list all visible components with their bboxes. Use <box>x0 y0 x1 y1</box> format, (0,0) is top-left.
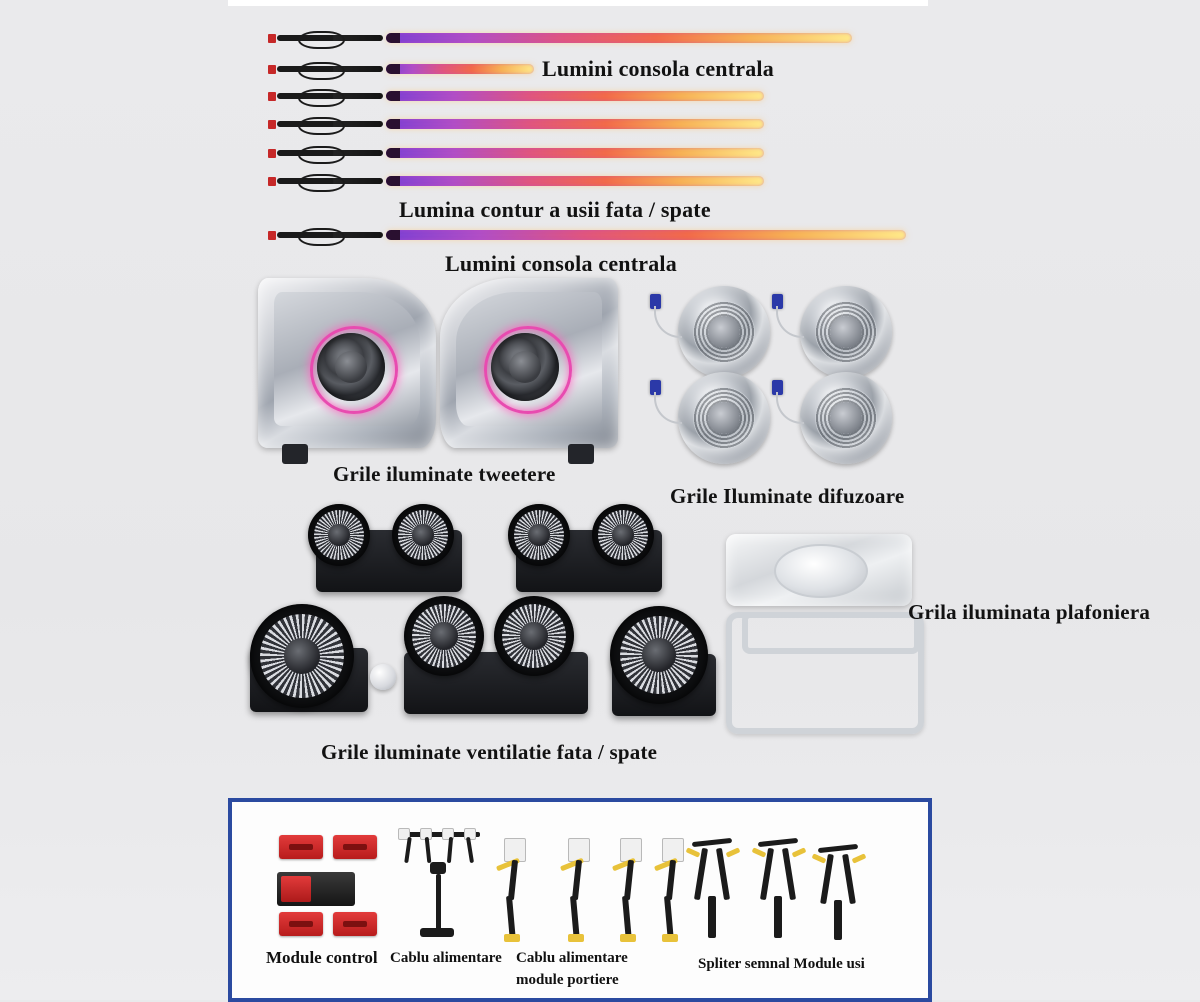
speaker-lead-wire <box>654 392 682 424</box>
label-dome-light-grille: Grila iluminata plafoniera <box>908 600 1151 624</box>
label-control-module: Module control <box>266 948 378 967</box>
speaker-lead-wire <box>776 392 804 424</box>
speaker-disc <box>800 286 892 378</box>
strip-tube <box>386 64 534 74</box>
strip-wire <box>277 146 383 164</box>
speaker-connector <box>650 294 661 309</box>
tweeter-mount-foot <box>568 444 594 464</box>
vent-grille-5 <box>250 604 354 708</box>
label-signal-splitter: Spliter semnal Module usi <box>698 956 865 972</box>
vent-grille-8 <box>610 606 708 704</box>
dome-light-frame <box>726 612 924 734</box>
strip-tube <box>386 176 764 186</box>
control-module-main <box>277 872 355 906</box>
speaker-disc <box>800 372 892 464</box>
led-strip-1 <box>268 31 852 49</box>
strip-tube <box>386 91 764 101</box>
vent-grille-3 <box>508 504 570 566</box>
strip-plug-icon <box>268 92 276 101</box>
vent-grille-2 <box>392 504 454 566</box>
led-strip-4 <box>268 117 768 135</box>
vent-grille-6 <box>404 596 484 676</box>
strip-plug-icon <box>268 34 276 43</box>
door-module-cable-1 <box>495 838 534 943</box>
tweeter-grille-left <box>258 278 436 464</box>
speaker-connector <box>772 294 783 309</box>
tweeter-grille-right <box>440 278 618 464</box>
tweeter-cone <box>491 333 559 401</box>
strip-tube <box>386 119 764 129</box>
strip-wire <box>277 31 383 49</box>
power-cable-harness <box>396 828 488 940</box>
control-module-4 <box>333 912 377 936</box>
strip-wire <box>277 62 383 80</box>
strip-plug-icon <box>268 149 276 158</box>
led-strip-7 <box>268 228 908 246</box>
door-module-cable-3 <box>611 838 650 943</box>
led-strip-6 <box>268 174 768 192</box>
tweeter-led-ring <box>484 326 572 414</box>
vent-grille-1 <box>308 504 370 566</box>
label-door-contour-light: Lumina contur a usii fata / spate <box>399 197 711 222</box>
strip-plug-icon <box>268 231 276 240</box>
strip-wire <box>277 117 383 135</box>
door-module-cable-4 <box>653 838 692 943</box>
label-center-console-lights-bottom: Lumini consola centrala <box>445 251 677 276</box>
label-door-module-cable-line1: Cablu alimentare <box>516 950 628 966</box>
tweeter-mount-foot <box>282 444 308 464</box>
label-center-console-lights-top: Lumini consola centrala <box>542 56 774 81</box>
strip-plug-icon <box>268 120 276 129</box>
signal-splitter-3 <box>811 842 867 940</box>
strip-plug-icon <box>268 65 276 74</box>
vent-grille-7 <box>494 596 574 676</box>
strip-wire <box>277 228 383 246</box>
led-strip-3 <box>268 89 768 107</box>
speaker-disc <box>678 286 770 378</box>
control-module-3 <box>279 912 323 936</box>
label-vent-grilles: Grile iluminate ventilatie fata / spate <box>321 740 658 764</box>
dome-light-oval <box>774 544 868 599</box>
label-speaker-grilles: Grile Iluminate difuzoare <box>670 484 905 508</box>
top-white-bar <box>228 0 928 6</box>
label-door-module-cable-line2: module portiere <box>516 972 619 988</box>
led-strip-2 <box>268 62 538 80</box>
speaker-grille-front-left <box>650 286 770 378</box>
door-module-cable-2 <box>559 838 598 943</box>
strip-tube <box>386 148 764 158</box>
led-strip-5 <box>268 146 768 164</box>
vent-knob <box>370 664 396 690</box>
control-module-1 <box>279 835 323 859</box>
speaker-lead-wire <box>654 306 682 338</box>
speaker-grille-rear-left <box>650 372 770 464</box>
speaker-grille-front-right <box>772 286 892 378</box>
strip-plug-icon <box>268 177 276 186</box>
label-tweeter-grilles: Grile iluminate tweetere <box>333 462 556 486</box>
strip-wire <box>277 174 383 192</box>
vent-grille-4 <box>592 504 654 566</box>
speaker-grille-rear-right <box>772 372 892 464</box>
control-module-2 <box>333 835 377 859</box>
signal-splitter-1 <box>685 836 741 938</box>
tweeter-cone <box>317 333 385 401</box>
speaker-lead-wire <box>776 306 804 338</box>
tweeter-grille-group <box>258 278 618 464</box>
dome-light-lens <box>726 534 912 606</box>
speaker-disc <box>678 372 770 464</box>
tweeter-led-ring <box>310 326 398 414</box>
strip-tube <box>386 230 906 240</box>
label-power-cable: Cablu alimentare <box>390 950 502 966</box>
strip-wire <box>277 89 383 107</box>
speaker-connector <box>772 380 783 395</box>
strip-tube <box>386 33 852 43</box>
signal-splitter-2 <box>751 836 807 938</box>
speaker-connector <box>650 380 661 395</box>
